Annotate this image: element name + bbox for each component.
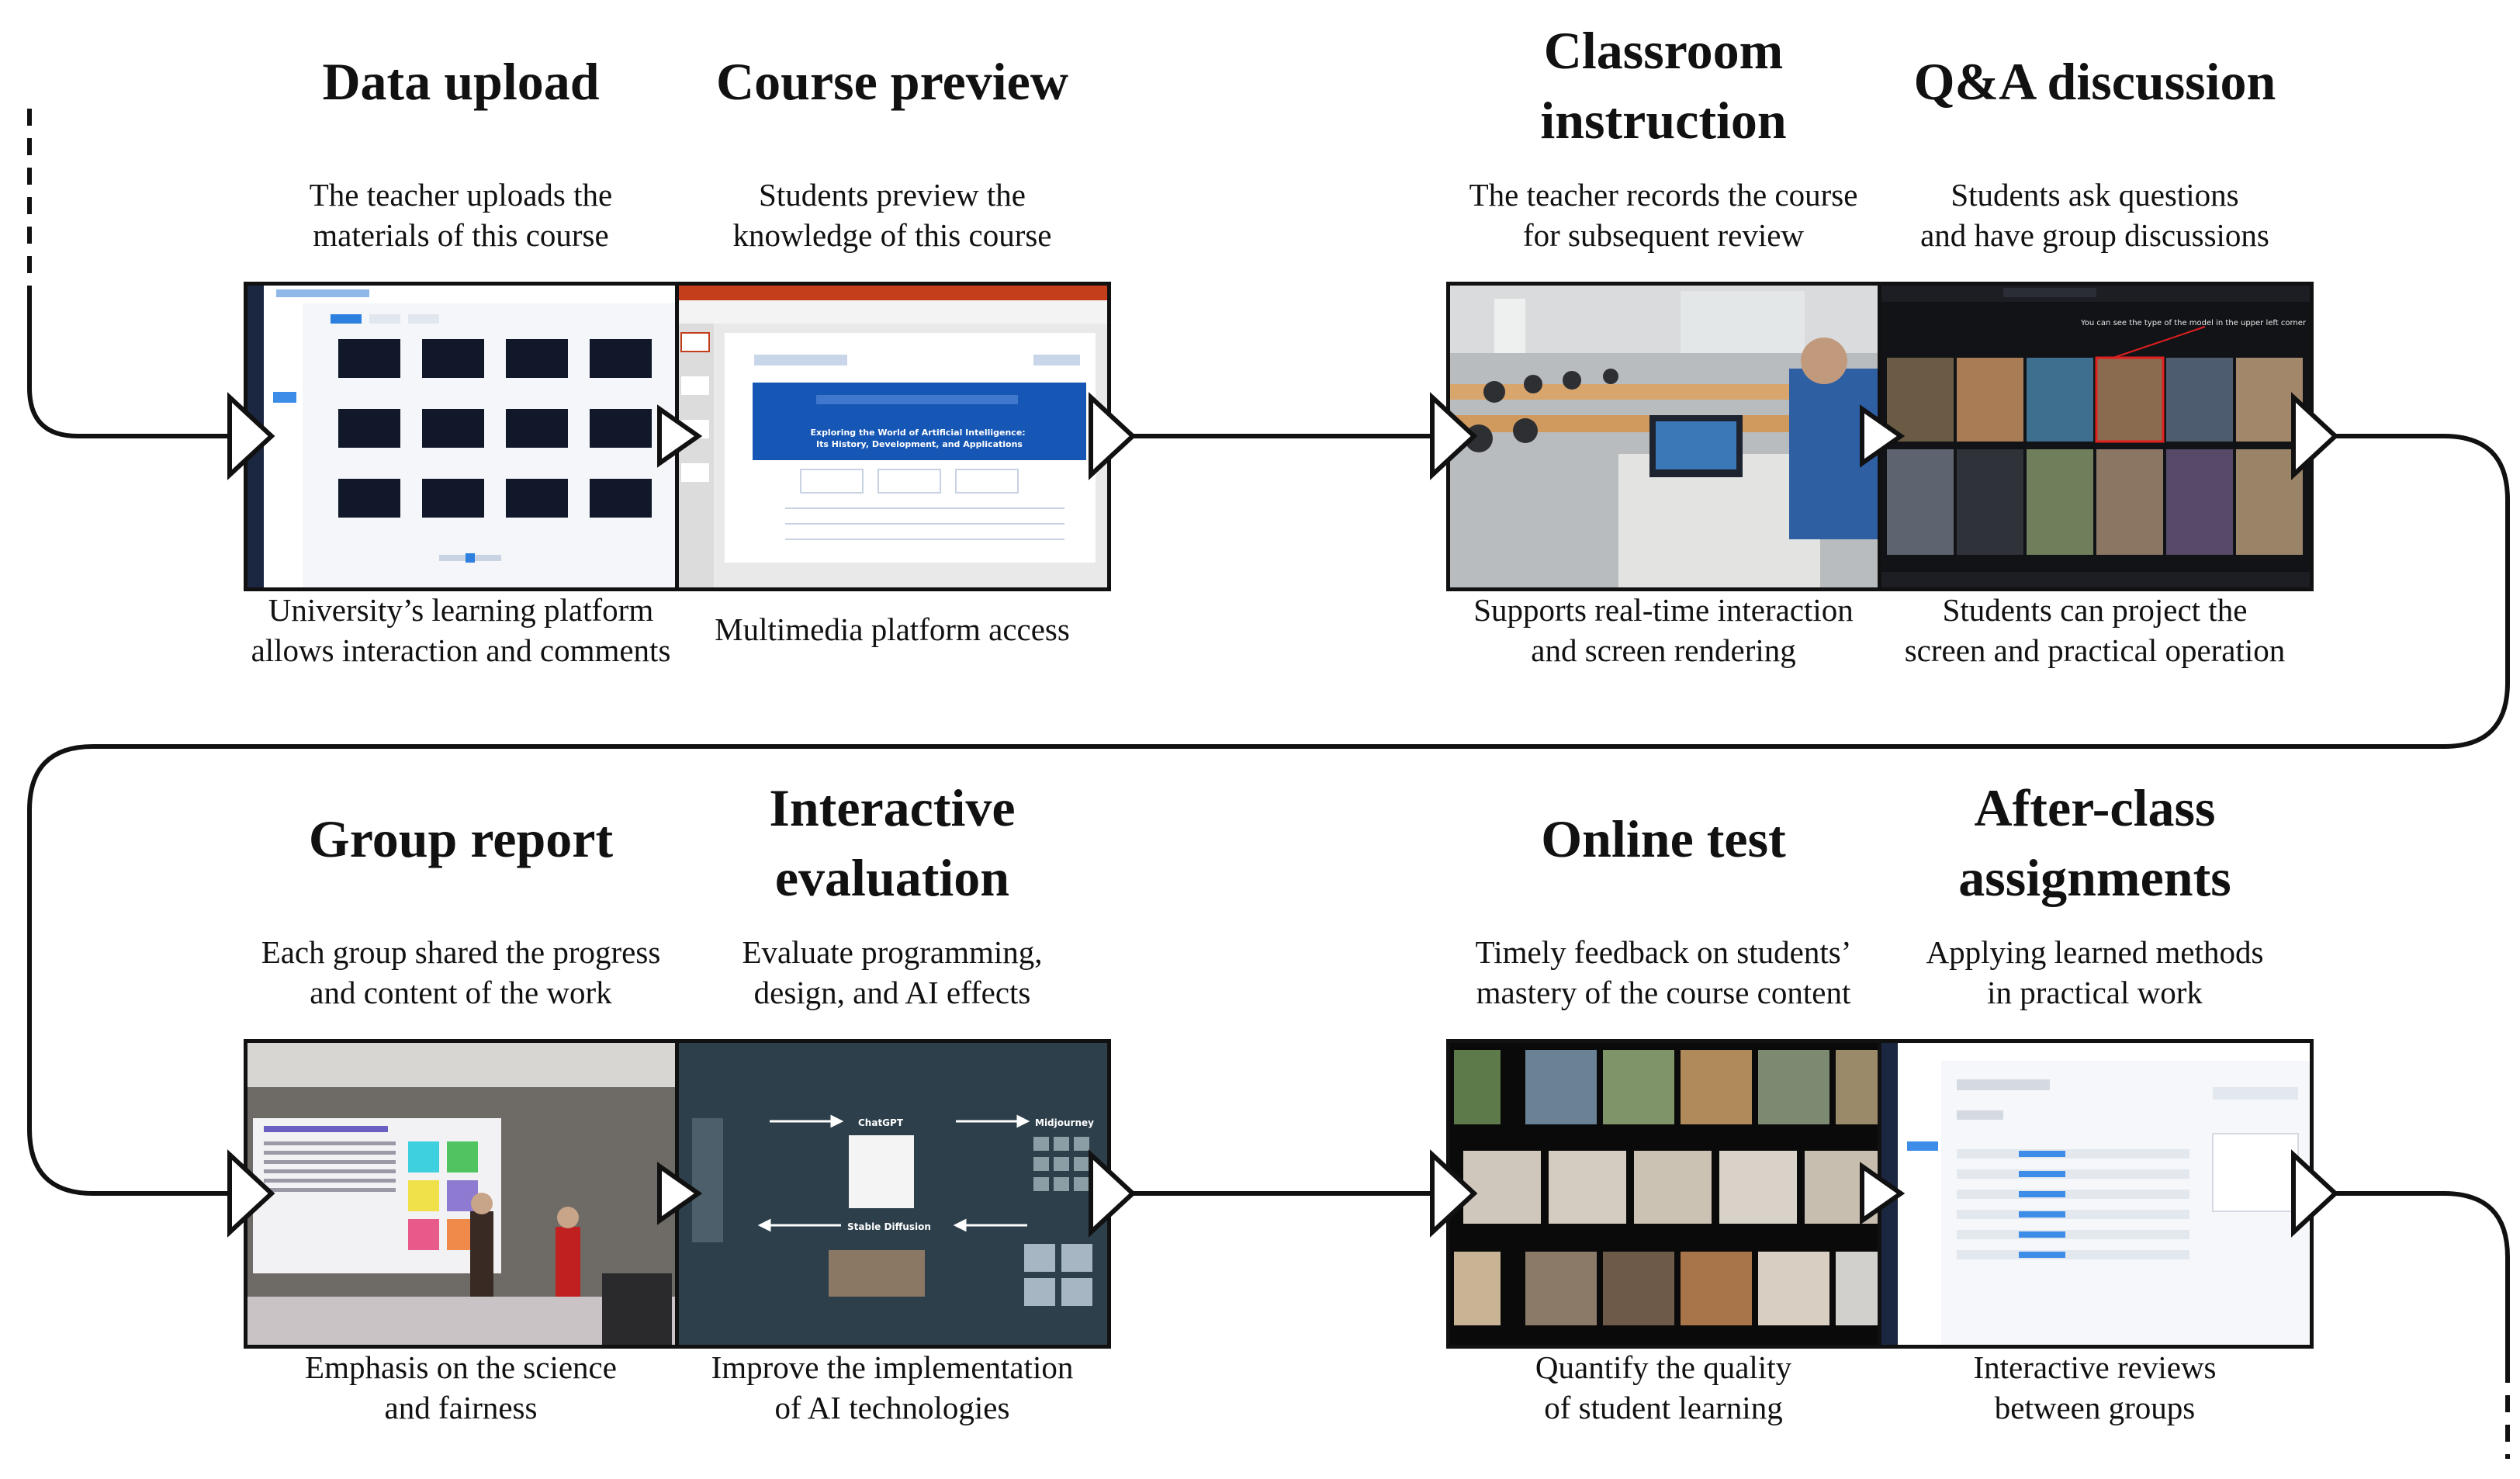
stage-classroom-instruction: Classroom instruction The teacher record… <box>1448 0 1879 745</box>
screenshot-image-results <box>1448 1041 1879 1347</box>
slide-banner-line-2: Its History, Development, and Applicatio… <box>816 439 1023 449</box>
svg-text:Exploring the World of Artific: Exploring the World of Artificial Intell… <box>810 428 1028 449</box>
screenshot-gallery: You can see the type of the model in the… <box>1879 283 2311 590</box>
stage-data-upload: Data upload The teacher uploads the mate… <box>245 0 677 745</box>
stage-top-description: The teacher records the course for subse… <box>1469 177 1858 253</box>
stage-bottom-description: Quantify the quality of student learning <box>1535 1349 1792 1425</box>
stage-top-description: Timely feedback on students’ mastery of … <box>1475 934 1852 1010</box>
screenshot-learning-platform <box>245 283 677 590</box>
node-midjourney: Midjourney <box>1035 1117 1094 1128</box>
stage-title: Interactive evaluation <box>769 778 1016 907</box>
stage-after-class-assignments: After-class assignments Applying learned… <box>1879 757 2311 1479</box>
stage-title: Data upload <box>322 52 600 111</box>
stage-bottom-description: Students can project the screen and prac… <box>1904 592 2286 668</box>
stage-interactive-evaluation: Interactive evaluation Evaluate programm… <box>677 757 1108 1479</box>
stage-bottom-description: University’s learning platform allows in… <box>251 592 671 668</box>
stage-top-description: Evaluate programming, design, and AI eff… <box>742 934 1043 1010</box>
stage-top-description: Each group shared the progress and conte… <box>261 934 661 1010</box>
stage-bottom-description: Emphasis on the science and fairness <box>305 1349 617 1425</box>
stage-bottom-description: Multimedia platform access <box>715 611 1070 647</box>
stage-title: Course preview <box>716 52 1068 111</box>
node-chatgpt: ChatGPT <box>858 1117 904 1128</box>
stage-online-test: Online test Timely feedback on students’… <box>1448 757 1879 1479</box>
connector-row1-in <box>27 295 233 438</box>
stage-top-description: Applying learned methods in practical wo… <box>1926 934 2264 1010</box>
node-stable-diffusion: Stable Diffusion <box>847 1221 931 1232</box>
stage-top-description: Students preview the knowledge of this c… <box>732 177 1052 253</box>
stage-title: Group report <box>308 809 614 868</box>
stage-title: Online test <box>1541 809 1786 868</box>
photo-classroom <box>1448 283 1879 590</box>
stage-title: Classroom instruction <box>1540 21 1787 150</box>
stage-title: Q&A discussion <box>1913 52 2276 111</box>
connector-row1-to-row2 <box>27 434 2510 1196</box>
screenshot-slide-editor: Exploring the World of Artificial Intell… <box>677 283 1108 590</box>
connector-row2-out <box>2312 1191 2510 1366</box>
stage-group-report: Group report Each group shared the progr… <box>245 757 677 1479</box>
stage-bottom-description: Improve the implementation of AI technol… <box>711 1349 1074 1425</box>
stage-bottom-description: Interactive reviews between groups <box>1973 1349 2217 1425</box>
gallery-caption: You can see the type of the model in the… <box>2080 319 2307 327</box>
stage-course-preview: Course preview Students preview the know… <box>677 0 1108 745</box>
slide-banner-line-1: Exploring the World of Artificial Intell… <box>810 428 1025 438</box>
stage-bottom-description: Supports real-time interaction and scree… <box>1473 592 1854 668</box>
photo-group-report <box>245 1041 677 1347</box>
screenshot-assignment-platform <box>1879 1041 2311 1347</box>
stage-title: After-class assignments <box>1958 778 2231 907</box>
stage-top-description: The teacher uploads the materials of thi… <box>309 177 613 253</box>
screenshot-ai-workflow: ChatGPT Midjourney Stable Diffusion <box>677 1041 1108 1347</box>
stage-qa-discussion: Q&A discussion Students ask questions an… <box>1879 0 2311 745</box>
stage-top-description: Students ask questions and have group di… <box>1920 177 2269 253</box>
